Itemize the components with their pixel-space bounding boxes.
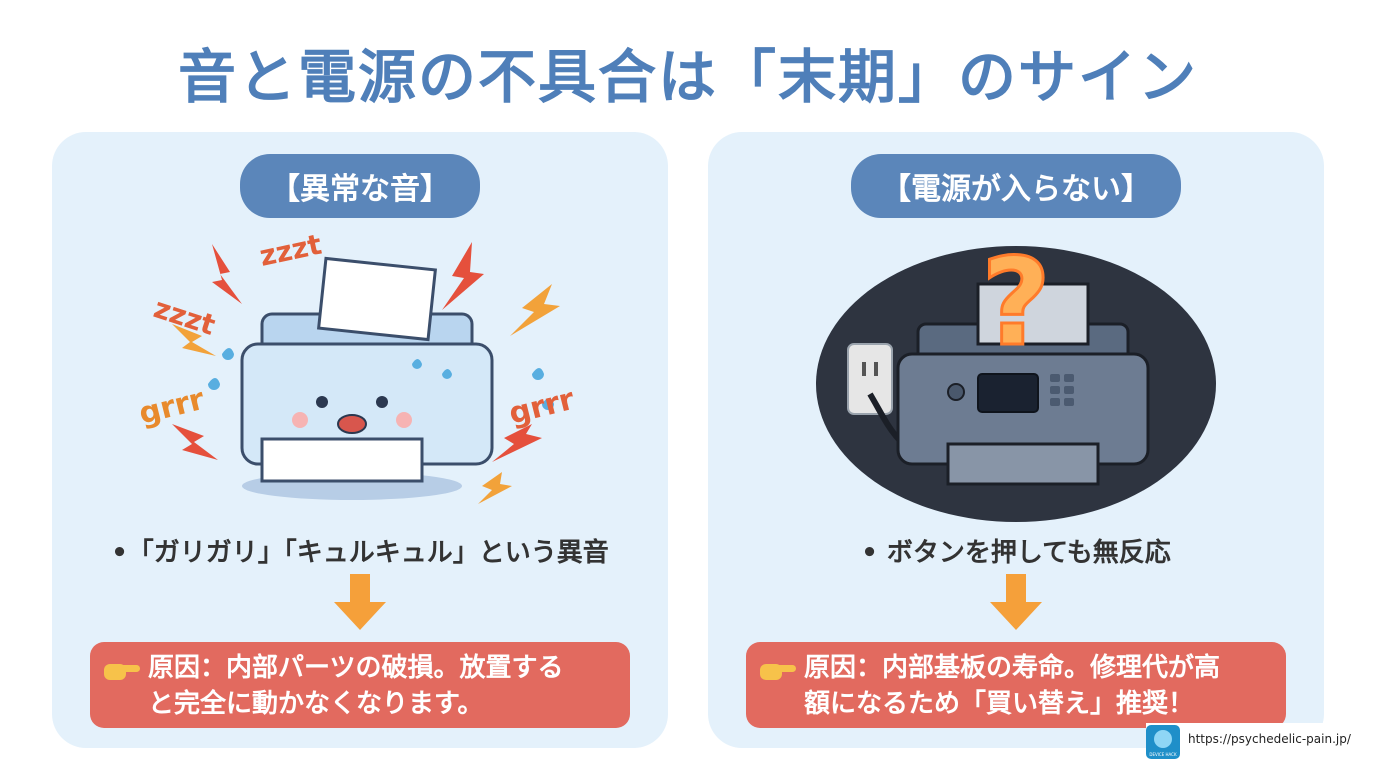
reason-line: 原因：内部パーツの破損。放置する	[148, 653, 564, 683]
no-power-panel: 【電源が入らない】 ? • ボタンを押しても無反応 原因：内部基板の寿命。修理代…	[708, 132, 1324, 748]
reason-line: 原因：内部基板の寿命。修理代が高	[804, 653, 1221, 683]
sound-text: grrr	[135, 382, 208, 432]
outlet-icon	[847, 343, 893, 415]
down-arrow-icon	[990, 574, 1042, 630]
dead-printer-illustration: ?	[816, 233, 1216, 522]
lightning-icon	[510, 284, 560, 336]
question-mark-icon: ?	[981, 234, 1051, 373]
abnormal-sound-reason: 原因：内部パーツの破損。放置する と完全に動かなくなります。	[90, 642, 630, 728]
drop-icon	[208, 378, 220, 390]
page-title: 音と電源の不具合は「末期」のサイン	[177, 43, 1198, 111]
no-power-reason: 原因：内部基板の寿命。修理代が高 額になるため「買い替え」推奨！	[746, 642, 1286, 728]
noisy-printer-illustration: zzzt zzzt grrr grrr	[135, 228, 578, 504]
lightning-icon	[212, 244, 242, 304]
lightning-icon	[478, 472, 512, 504]
abnormal-sound-panel: 【異常な音】 zzzt zzzt grrr grrr •「	[52, 132, 668, 748]
lightning-icon	[492, 424, 542, 462]
footer-credit: DEVICE HACK https://psychedelic-pain.jp/	[1146, 723, 1366, 759]
no-power-bullet: • ボタンを押しても無反応	[861, 538, 1171, 568]
sound-text: grrr	[505, 382, 578, 432]
abnormal-sound-heading: 【異常な音】	[240, 154, 480, 218]
lightning-icon	[172, 424, 218, 460]
down-arrow-icon	[334, 574, 386, 630]
abnormal-sound-bullet: •「ガリガリ」「キュルキュル」という異音	[111, 538, 609, 568]
site-logo-icon: DEVICE HACK	[1146, 725, 1180, 759]
site-url-link[interactable]: https://psychedelic-pain.jp/	[1188, 732, 1351, 746]
reason-line: 額になるため「買い替え」推奨！	[804, 689, 1195, 719]
sound-text: zzzt	[257, 228, 325, 273]
no-power-heading: 【電源が入らない】	[851, 154, 1181, 218]
svg-text:DEVICE HACK: DEVICE HACK	[1149, 752, 1177, 757]
drop-icon	[222, 348, 234, 360]
pointing-hand-icon	[104, 664, 140, 680]
lightning-icon	[172, 324, 216, 356]
drop-icon	[532, 368, 544, 380]
reason-line: と完全に動かなくなります。	[148, 689, 484, 719]
pointing-hand-icon	[760, 664, 796, 680]
lightning-icon	[442, 242, 484, 310]
drop-icon	[542, 398, 554, 410]
